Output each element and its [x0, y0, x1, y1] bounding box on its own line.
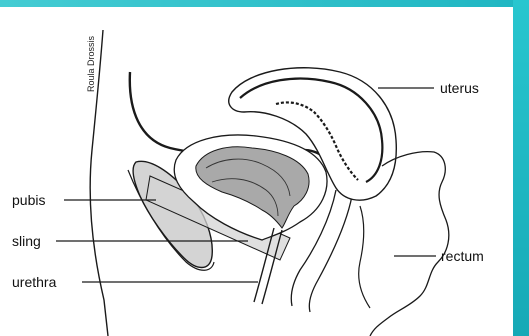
rectum-inner: [359, 206, 370, 308]
sling-label: sling: [12, 233, 41, 249]
uterus-label: uterus: [440, 80, 479, 96]
vaginal-wall-inner: [309, 196, 352, 312]
pubis-label: pubis: [12, 192, 45, 208]
urethra-label: urethra: [12, 274, 57, 290]
rectum-label: rectum: [441, 248, 484, 264]
artist-credit: Roula Drossis: [86, 35, 96, 92]
